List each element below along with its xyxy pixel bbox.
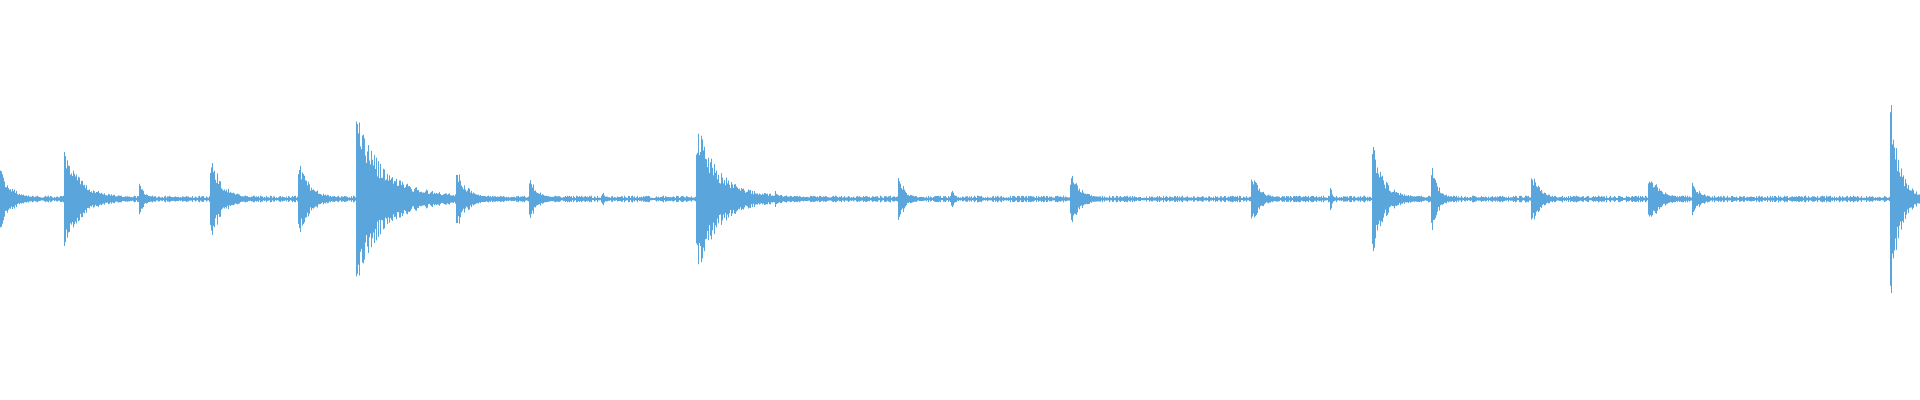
waveform-samples (0, 105, 1920, 293)
waveform-amplitude-path (0, 105, 1920, 293)
